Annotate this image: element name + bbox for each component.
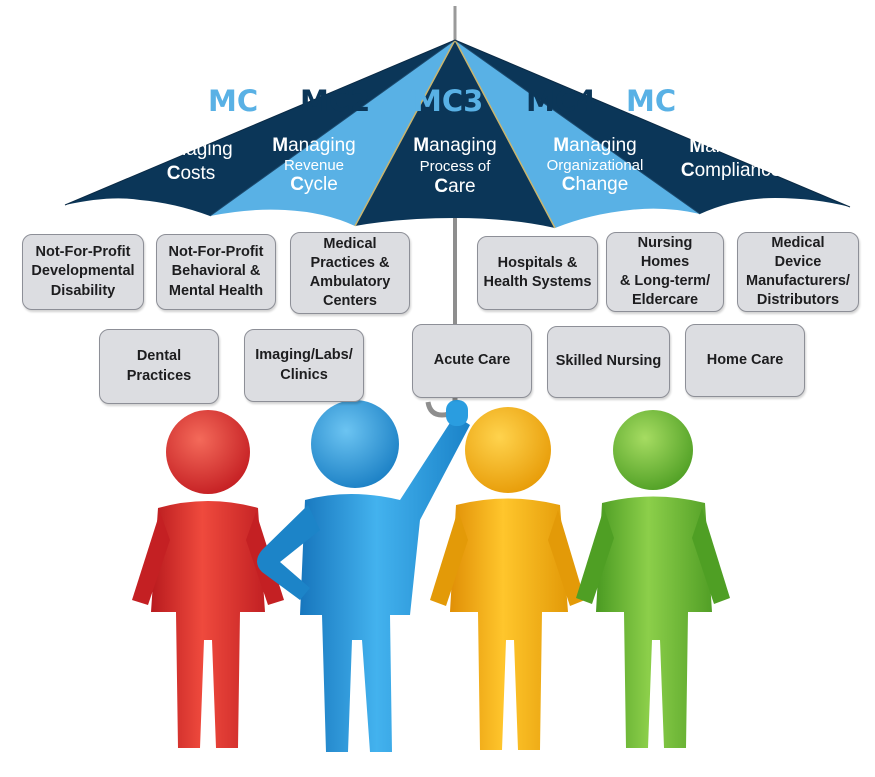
panel-mc2 xyxy=(210,40,455,226)
panel-mc4 xyxy=(455,40,700,228)
segment-skilled-nursing: Skilled Nursing xyxy=(547,326,670,398)
segment-medical-practices: Medical Practices & Ambulatory Centers xyxy=(290,232,410,314)
umbrella-canopy xyxy=(64,39,851,229)
red-person xyxy=(132,410,284,748)
segment-medical-device: Medical Device Manufacturers/ Distributo… xyxy=(737,232,859,312)
mc2-code: MC2 xyxy=(300,84,371,118)
green-person xyxy=(576,410,730,748)
mc1-label: Managing Costs xyxy=(149,139,233,185)
segment-hospitals: Hospitals & Health Systems xyxy=(477,236,598,310)
blue-person xyxy=(257,400,470,752)
segment-nursing-homes: Nursing Homes & Long-term/ Eldercare xyxy=(606,232,724,312)
panel-mc5 xyxy=(455,40,850,214)
segment-nfp-behavioral-mental-health: Not-For-Profit Behavioral & Mental Healt… xyxy=(156,234,276,310)
segment-imaging-labs-clinics: Imaging/Labs/ Clinics xyxy=(244,329,364,402)
mc5-label: Managing Compliance xyxy=(680,136,782,182)
mc5-code: MC5 xyxy=(626,84,697,118)
segment-nfp-developmental-disability: Not-For-Profit Developmental Disability xyxy=(22,234,144,310)
segment-acute-care: Acute Care xyxy=(412,324,532,398)
yellow-person xyxy=(430,407,585,750)
segment-dental-practices: Dental Practices xyxy=(99,329,219,404)
mc2-label: Managing Revenue Cycle xyxy=(272,135,356,196)
mc1-code: MC1 xyxy=(208,84,279,118)
mc3-code: MC3 xyxy=(413,84,484,118)
mc4-label: Managing Organizational Change xyxy=(546,135,644,196)
segment-home-care: Home Care xyxy=(685,324,805,397)
panel-mc3 xyxy=(355,40,555,228)
panel-mc1 xyxy=(65,40,455,216)
mc3-label: Managing Process of Care xyxy=(413,135,497,197)
mc4-code: MC4 xyxy=(526,84,597,118)
